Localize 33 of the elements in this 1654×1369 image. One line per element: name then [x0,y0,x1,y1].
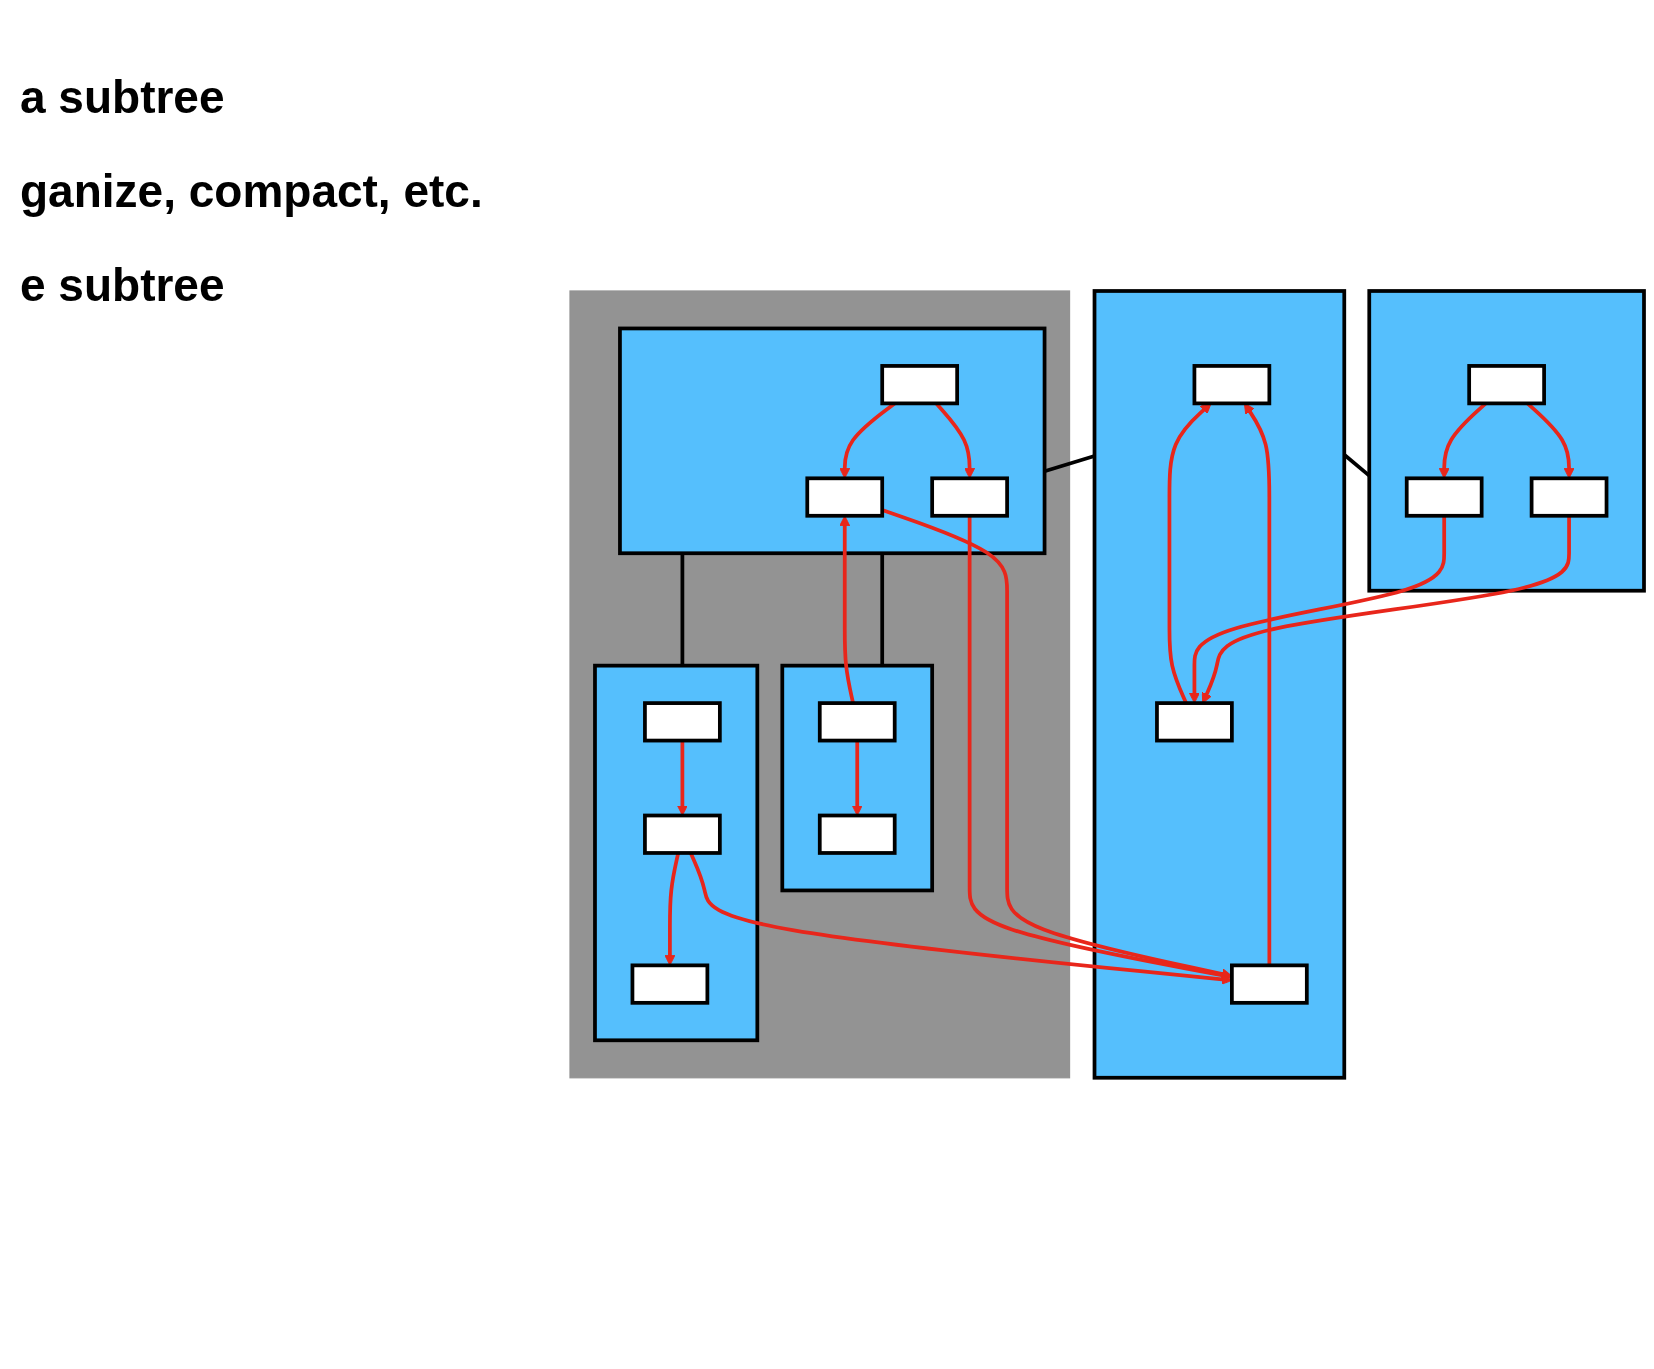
note-text: a subtree [20,70,226,124]
node-box [643,701,722,743]
node-box [643,813,722,855]
note-text: e subtree [20,258,226,312]
arrow [1243,403,1272,966]
node-box [1529,476,1609,518]
cluster [1092,289,1347,1080]
cluster [569,290,1071,1079]
connector [1044,454,1096,474]
node-box [817,813,897,855]
cluster [1367,289,1646,593]
arrow [881,508,1233,980]
node-box [1467,364,1546,406]
cluster [593,663,760,1043]
connector [1343,453,1371,478]
connector [880,553,885,666]
connector [680,553,685,666]
node-box [817,701,897,743]
node-box [880,364,959,406]
cluster [618,326,1047,556]
node-box [930,476,1009,518]
arrow [1167,403,1212,704]
node-box [1155,701,1234,743]
arrow [839,515,855,704]
node-box [1192,364,1272,406]
node-box [805,476,885,518]
arrow [1201,515,1571,704]
node-box [1230,963,1309,1005]
node-box [630,963,710,1005]
cluster [780,663,935,893]
node-box [1404,476,1484,518]
note-text: ganize, compact, etc. [20,164,484,218]
arrow [1188,515,1447,704]
